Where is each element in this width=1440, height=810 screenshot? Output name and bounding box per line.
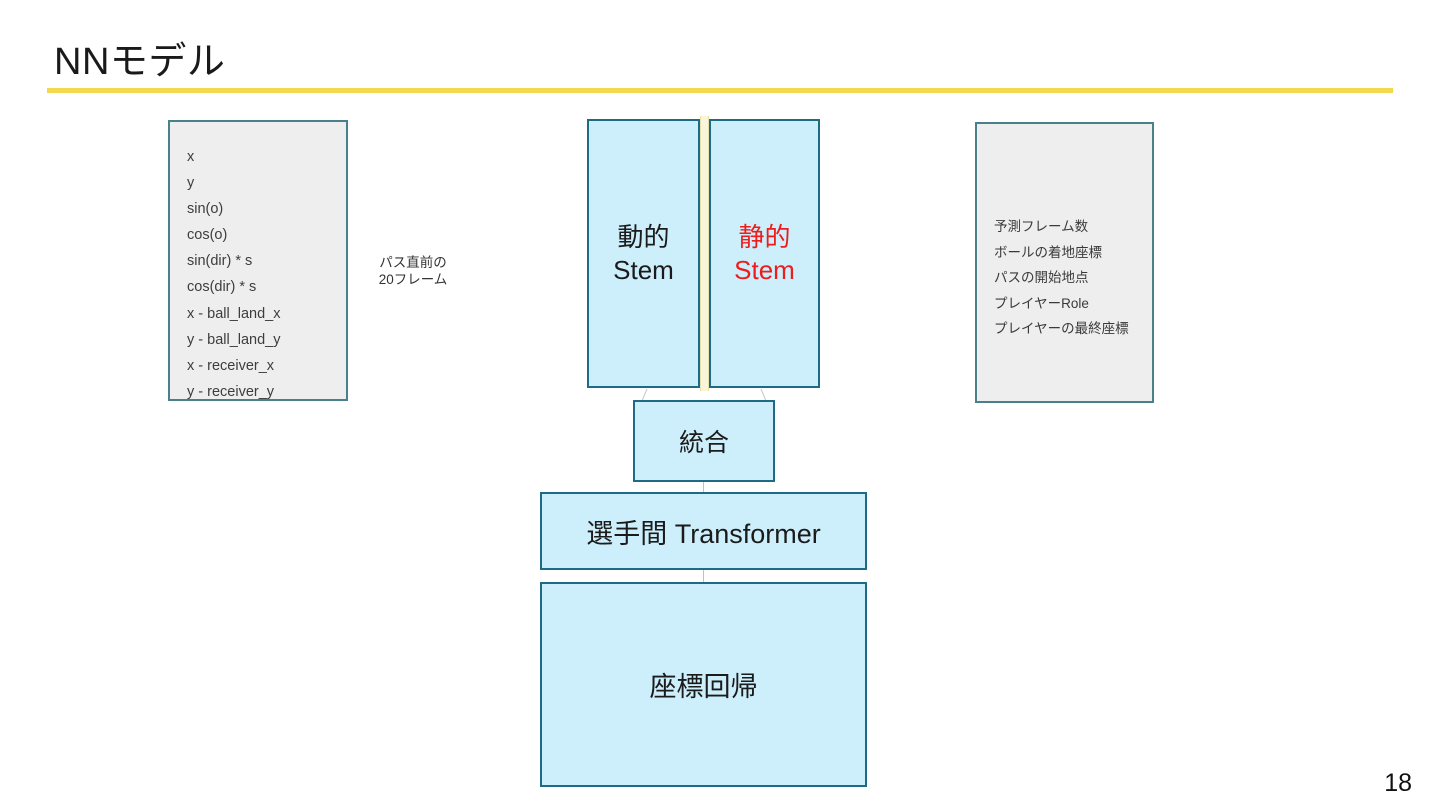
page-title: NNモデル [54, 41, 226, 83]
list-item: プレイヤーの最終座標 [994, 321, 1129, 336]
list-item: 予測フレーム数 [994, 219, 1089, 234]
list-item: ボールの着地座標 [994, 244, 1102, 260]
list-item: y - receiver_y [187, 383, 275, 400]
input-features-list: x y sin(o) cos(o) sin(dir) * s cos(dir) … [187, 144, 340, 405]
input-features-box: x y sin(o) cos(o) sin(dir) * s cos(dir) … [168, 120, 348, 401]
regression-label: 座標回帰 [649, 672, 758, 702]
connector-merge-to-transformer [703, 482, 704, 493]
stem-divider [700, 116, 709, 391]
list-item: sin(dir) * s [187, 253, 253, 270]
list-item: x - ball_land_x [187, 305, 281, 322]
list-item: x - receiver_x [187, 357, 275, 374]
list-item: cos(o) [187, 227, 228, 244]
static-stem-box: 静的 Stem [709, 119, 820, 388]
frames-annotation-line1: パス直前の [379, 255, 447, 270]
regression-box: 座標回帰 [540, 582, 867, 787]
list-item: y - ball_land_y [187, 331, 281, 348]
page-number: 18 [1384, 769, 1412, 797]
merge-box: 統合 [633, 400, 775, 482]
static-stem-label: 静的 Stem [734, 221, 795, 287]
dynamic-stem-label: 動的 Stem [613, 221, 674, 287]
dynamic-stem-label-line2: Stem [613, 254, 674, 285]
static-stem-label-line1: 静的 [738, 221, 791, 252]
conditions-box: 予測フレーム数 ボールの着地座標 パスの開始地点 プレイヤーRole プレイヤー… [975, 122, 1154, 403]
list-item: sin(o) [187, 201, 224, 218]
static-stem-label-line2: Stem [734, 254, 795, 285]
list-item: パスの開始地点 [994, 270, 1089, 285]
list-item: x [187, 149, 195, 165]
list-item: プレイヤーRole [994, 295, 1089, 311]
transformer-label: 選手間 Transformer [586, 518, 821, 549]
connector-transformer-to-regression [703, 570, 704, 583]
conditions-list: 予測フレーム数 ボールの着地座標 パスの開始地点 プレイヤーRole プレイヤー… [994, 214, 1146, 342]
frames-annotation: パス直前の 20フレーム [363, 254, 463, 288]
frames-annotation-line2: 20フレーム [378, 272, 448, 287]
merge-label: 統合 [678, 429, 729, 457]
transformer-box: 選手間 Transformer [540, 492, 867, 570]
dynamic-stem-label-line1: 動的 [617, 221, 670, 252]
list-item: y [187, 175, 195, 192]
title-underline-rule [47, 88, 1393, 93]
dynamic-stem-box: 動的 Stem [587, 119, 700, 388]
list-item: cos(dir) * s [187, 279, 257, 296]
